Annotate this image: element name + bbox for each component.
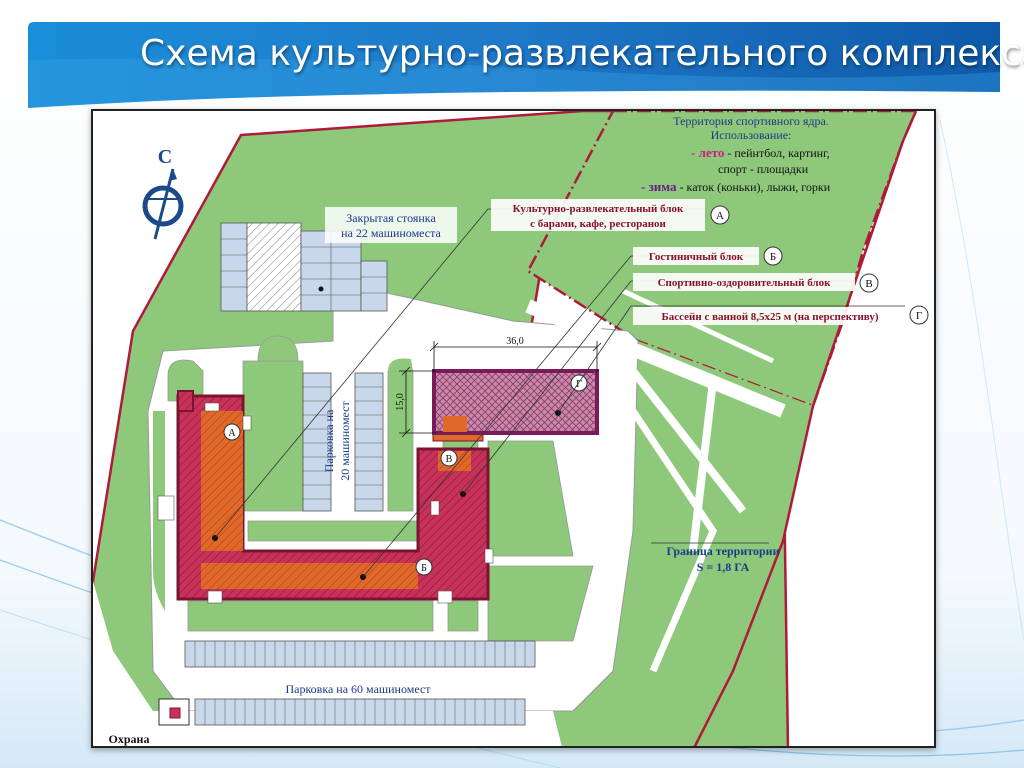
right-lawn xyxy=(633,341,813,746)
covered-parking-label-1: Закрытая стоянка xyxy=(346,211,436,225)
dimension-width: 36,0 xyxy=(506,336,524,347)
dimension-lines xyxy=(399,341,602,438)
legend-item-a: Культурно-развлекательный блок с барами,… xyxy=(491,199,730,231)
summer-line: - лето - пейнтбол, картинг, xyxy=(691,145,830,160)
svg-text:Бассейн с ванной 8,5х25 м (на: Бассейн с ванной 8,5х25 м (на перспектив… xyxy=(661,311,878,323)
dimension-height: 15,0 xyxy=(395,393,406,411)
summer-text: - пейнтбол, картинг, xyxy=(724,146,829,160)
winter-line: - зима - каток (коньки), лыжи, горки xyxy=(641,179,831,194)
svg-text:Гостиничный блок: Гостиничный блок xyxy=(649,251,744,263)
winter-label: - зима xyxy=(641,179,677,194)
parking-20-label-2: 20 машиномест xyxy=(338,401,352,481)
boundary-line xyxy=(693,111,918,746)
entrance-markers xyxy=(157,402,494,604)
parking-20 xyxy=(302,372,384,512)
leader-lines xyxy=(214,208,905,578)
summer-text-2: спорт - площадки xyxy=(718,162,809,176)
svg-text:А: А xyxy=(716,210,724,222)
lawn-island xyxy=(257,335,299,362)
marker-a: А xyxy=(223,423,241,441)
svg-text:Культурно-развлекательный блок: Культурно-развлекательный блок xyxy=(513,203,684,215)
parking-60 xyxy=(184,640,536,726)
svg-text:С: С xyxy=(158,146,172,168)
guard-label: Охрана xyxy=(109,732,150,746)
boundary-label-1: Граница территории xyxy=(666,544,779,558)
main-building xyxy=(176,390,490,601)
lawn-island xyxy=(167,359,204,402)
parking-60-label: Парковка на 60 машиномест xyxy=(285,682,431,696)
page-title: Схема культурно-развлекательного комплек… xyxy=(140,33,1024,74)
site-plan-drawing: Закрытая стоянка на 22 машиноместа Парко… xyxy=(93,111,929,746)
svg-text:Б: Б xyxy=(421,563,427,574)
svg-text:Б: Б xyxy=(770,251,776,263)
winter-text: - каток (коньки), лыжи, горки xyxy=(677,180,831,194)
lawn-island xyxy=(447,600,479,632)
legend-item-b: Гостиничный блок Б xyxy=(633,246,783,266)
svg-text:В: В xyxy=(446,454,453,465)
site-plan: Закрытая стоянка на 22 машиноместа Парко… xyxy=(91,109,936,748)
marker-g: Г xyxy=(570,374,588,392)
lawn-island xyxy=(242,360,304,512)
svg-text:Г: Г xyxy=(576,379,582,390)
lawn-island xyxy=(487,565,594,642)
svg-text:Спортивно-оздоровительный блок: Спортивно-оздоровительный блок xyxy=(658,277,832,289)
lawn-island xyxy=(388,358,413,371)
lawn-island xyxy=(247,520,424,542)
sports-zone-line-2: Использование: xyxy=(711,128,792,142)
summer-label: - лето xyxy=(691,145,724,160)
svg-text:В: В xyxy=(865,278,872,290)
covered-parking xyxy=(220,222,388,312)
svg-text:А: А xyxy=(228,428,236,439)
parking-20-label-1: Парковка на xyxy=(322,409,336,472)
marker-v: В xyxy=(440,449,458,467)
title-bar xyxy=(28,22,1000,108)
sports-zone-line-1: Территория спортивного ядра. xyxy=(673,114,829,128)
svg-text:с барами, кафе, ресторанои: с барами, кафе, ресторанои xyxy=(530,218,666,230)
boundary-label-2: S = 1,8 ГА xyxy=(697,560,750,574)
lawn-island xyxy=(387,370,414,512)
svg-text:Г: Г xyxy=(916,310,922,322)
marker-b: Б xyxy=(415,558,433,576)
legend-item-v: Спортивно-оздоровительный блок В xyxy=(633,273,879,293)
lawn-island xyxy=(187,600,434,632)
legend-item-g: Бассейн с ванной 8,5х25 м (на перспектив… xyxy=(633,305,929,325)
compass-icon: С xyxy=(142,146,184,240)
covered-parking-label-2: на 22 машиноместа xyxy=(341,226,441,240)
